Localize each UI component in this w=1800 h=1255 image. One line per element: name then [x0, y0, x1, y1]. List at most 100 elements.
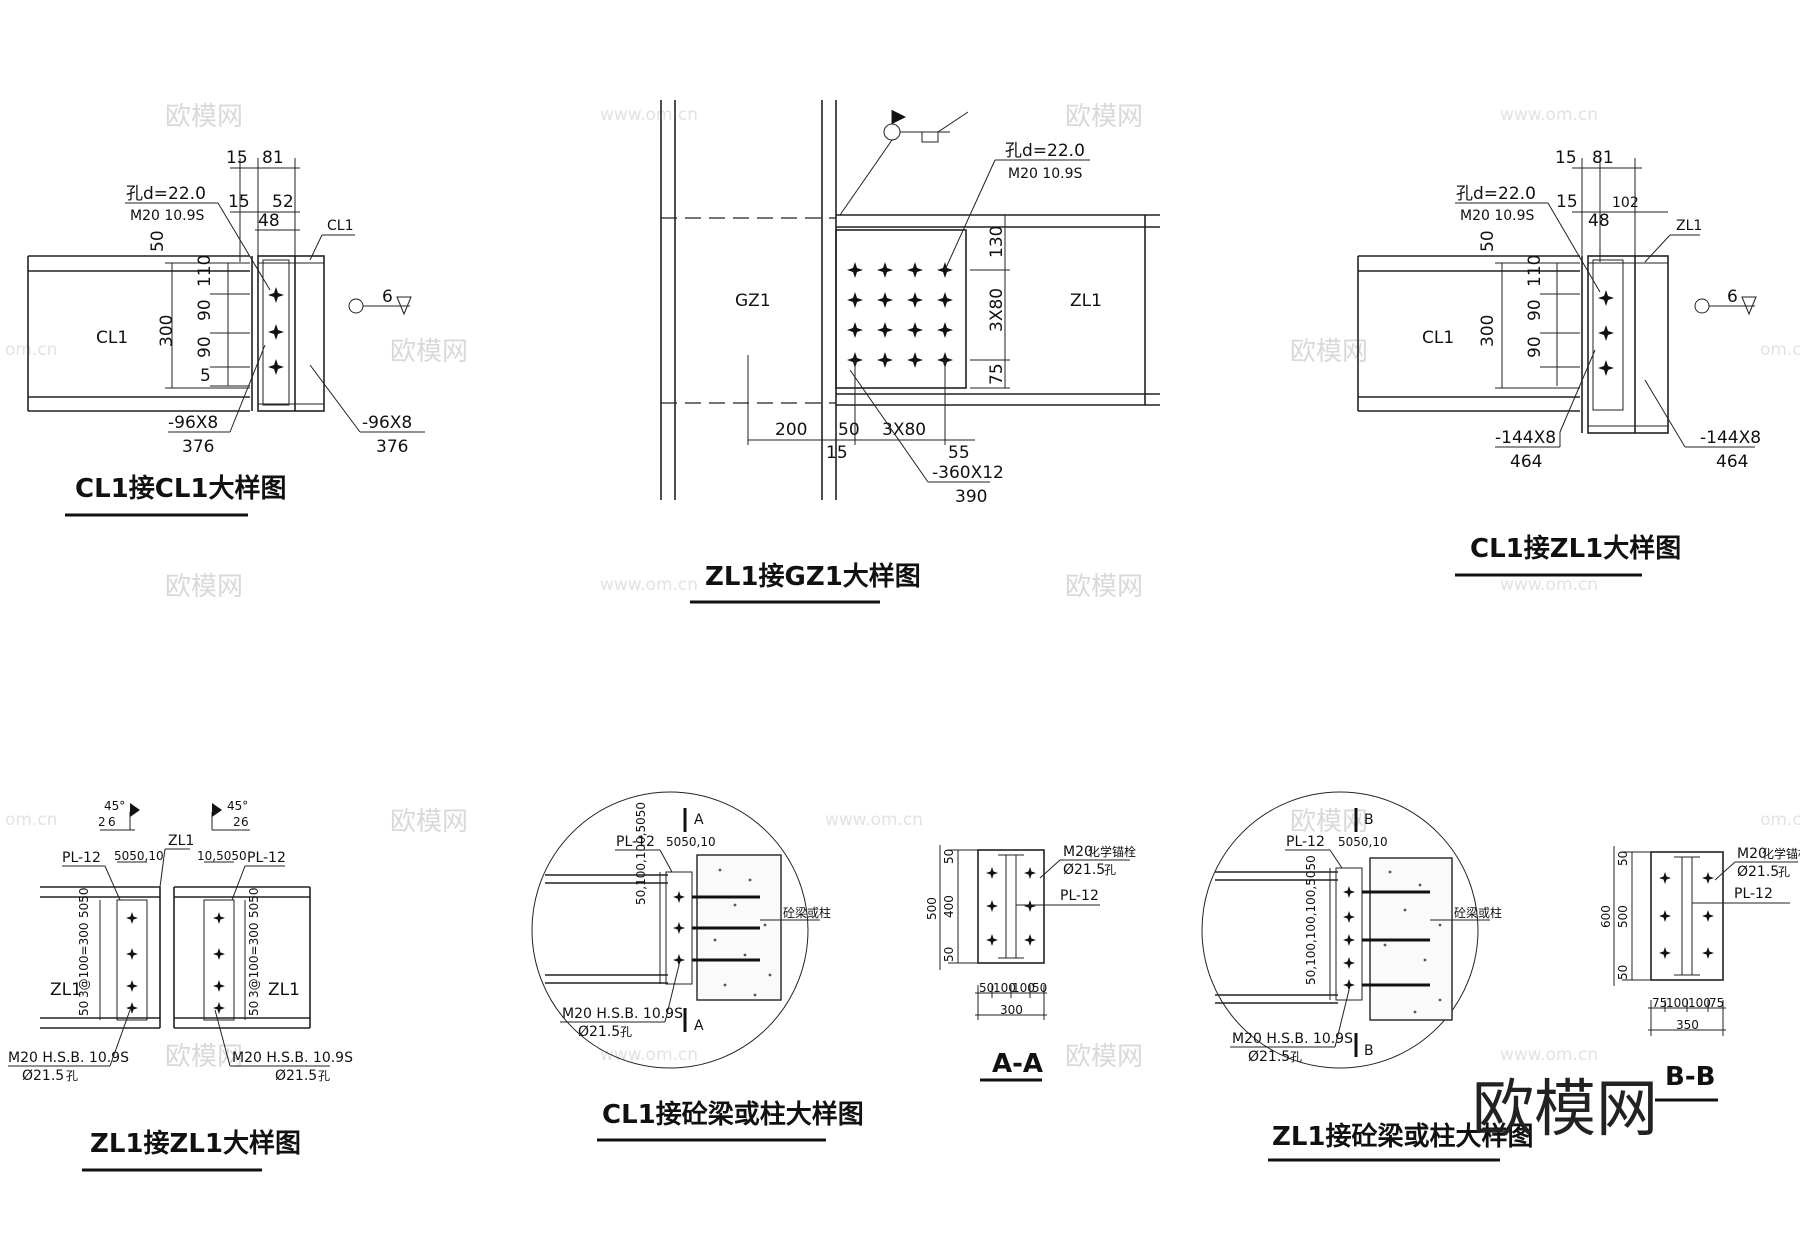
- dim-label: 50: [1616, 965, 1630, 980]
- dim-label: 50: [838, 420, 860, 440]
- dim-label: 3@100=300: [77, 923, 91, 999]
- dim-label: 52: [272, 192, 294, 212]
- watermark-brand: 欧模网: [165, 1042, 243, 1072]
- detail-title: ZL1接砼梁或柱大样图: [1272, 1121, 1534, 1152]
- dim-label: 15: [226, 148, 248, 168]
- plate-callout: PL-12: [1734, 886, 1773, 902]
- dim-label: 50: [1616, 851, 1630, 866]
- detail-title: CL1接砼梁或柱大样图: [602, 1099, 864, 1130]
- dim-label: 100: [993, 981, 1016, 995]
- hole-callout: Ø21.5: [275, 1068, 317, 1084]
- dim-label: 300: [157, 315, 177, 347]
- detail-title: CL1接ZL1大样图: [1470, 533, 1681, 564]
- dim-label: 110: [195, 255, 215, 287]
- weld-size: 6: [241, 815, 249, 829]
- section-mark: A: [694, 812, 704, 828]
- watermark-url: www.om.cn: [600, 575, 698, 595]
- dim-label: 100: [1012, 981, 1035, 995]
- plate-length: 464: [1716, 452, 1748, 472]
- plate-callout: -96X8: [362, 413, 412, 433]
- dim-label: 50,100,100,5050: [634, 802, 648, 905]
- dim-label: 50,100,100,100,5050: [1304, 855, 1318, 985]
- bolt-callout: M20 10.9S: [1008, 166, 1083, 182]
- watermark-url: www.om.cn: [825, 810, 923, 830]
- section-title: B-B: [1665, 1062, 1715, 1092]
- dim-label: 90: [1525, 336, 1545, 358]
- dim-label: 90: [195, 299, 215, 321]
- watermark-brand: 欧模网: [390, 337, 468, 367]
- dim-label: 50: [1478, 230, 1498, 252]
- weld-size: 6: [382, 287, 393, 307]
- section-title: A-A: [992, 1049, 1043, 1079]
- section-mark: A: [694, 1018, 704, 1034]
- plate-callout: -144X8: [1700, 428, 1761, 448]
- watermark-brand: 欧模网: [165, 102, 243, 132]
- bolt-callout: M20 10.9S: [1460, 208, 1535, 224]
- beam-label: CL1: [1422, 328, 1454, 348]
- dim-label: 5050,10: [1338, 835, 1388, 849]
- hole-callout: Ø21.5: [22, 1068, 64, 1084]
- weld-size: 2: [98, 815, 106, 829]
- dim-label: 90: [1525, 299, 1545, 321]
- column-label: GZ1: [735, 291, 771, 311]
- concrete-label: 砼梁或柱: [1454, 905, 1502, 920]
- hole-callout: Ø21.5: [1737, 864, 1779, 880]
- dim-label: 3X80: [987, 288, 1007, 332]
- detail-title: CL1接CL1大样图: [75, 473, 286, 504]
- dim-label: 5050,10: [666, 835, 716, 849]
- dim-label: 130: [987, 226, 1007, 258]
- dim-label: 100: [1688, 996, 1711, 1010]
- member-ref: ZL1: [1676, 218, 1702, 234]
- member-ref: ZL1: [168, 833, 194, 849]
- dim-label: 300: [1478, 315, 1498, 347]
- watermark-brand: 欧模网: [1065, 1042, 1143, 1072]
- plate-callout: -96X8: [168, 413, 218, 433]
- dim-label: 50: [148, 230, 168, 252]
- dim-label: 48: [1588, 211, 1610, 231]
- beam-label: ZL1: [1070, 291, 1102, 311]
- anchor-callout: M20: [1737, 846, 1767, 862]
- dim-label: 5: [200, 366, 211, 386]
- plate-length: 464: [1510, 452, 1542, 472]
- dim-label: 50: [942, 947, 956, 962]
- section-a-a: 50 400 500 50 M20 化学锚栓 Ø21.5 孔 PL-12 50 …: [925, 844, 1136, 1082]
- dim-label: 75: [987, 363, 1007, 385]
- hole-callout: Ø21.5: [578, 1024, 620, 1040]
- dim-label: 50: [1032, 981, 1047, 995]
- hole-callout: 孔d=22.0: [1005, 141, 1085, 161]
- watermark-url: www.om.cn: [1500, 1045, 1598, 1065]
- hole-unit: 孔: [66, 1069, 78, 1083]
- dim-label: 400: [942, 895, 956, 918]
- watermark-url: www.om.cn: [600, 105, 698, 125]
- dim-label: 75: [1652, 996, 1667, 1010]
- watermark-url: www.om.cn: [600, 1045, 698, 1065]
- member-ref: CL1: [327, 218, 353, 234]
- dim-label: 10,5050: [197, 849, 247, 863]
- plate-callout: PL-12: [1060, 888, 1099, 904]
- brand-watermark: 欧模网: [1472, 1072, 1658, 1145]
- hole-unit: 孔: [1778, 865, 1790, 879]
- dim-label: 81: [262, 148, 284, 168]
- watermark-brand: 欧模网: [1065, 102, 1143, 132]
- hole-callout: 孔d=22.0: [1456, 184, 1536, 204]
- dim-label: 5050: [77, 887, 91, 918]
- dim-label: 300: [1000, 1003, 1023, 1017]
- detail-cl1-concrete: 50,100,100,5050 PL-12 5050,10 A A 砼梁或柱 M…: [531, 791, 864, 1142]
- beam-label: ZL1: [50, 980, 82, 1000]
- dim-label: 5050,10: [114, 849, 164, 863]
- section-mark: B: [1364, 1043, 1374, 1059]
- watermark-url: www.om.cn: [1500, 105, 1598, 125]
- watermark-brand: 欧模网: [1290, 337, 1368, 367]
- weld-size: 6: [108, 815, 116, 829]
- bolt-callout: M20 H.S.B. 10.9S: [562, 1006, 683, 1022]
- dim-label: 500: [925, 897, 939, 920]
- dim-label: 50: [942, 849, 956, 864]
- dim-label: 350: [1676, 1018, 1699, 1032]
- watermark-layer: 欧模网 欧模网 欧模网 欧模网 欧模网 欧模网 欧模网 欧模网 欧模网 欧模网 …: [5, 102, 1800, 1072]
- dim-label: 200: [775, 420, 807, 440]
- hole-unit: 孔: [1290, 1050, 1302, 1064]
- watermark-brand: 欧模网: [1065, 572, 1143, 602]
- detail-title: ZL1接ZL1大样图: [90, 1128, 301, 1159]
- weld-angle: 45°: [227, 799, 248, 813]
